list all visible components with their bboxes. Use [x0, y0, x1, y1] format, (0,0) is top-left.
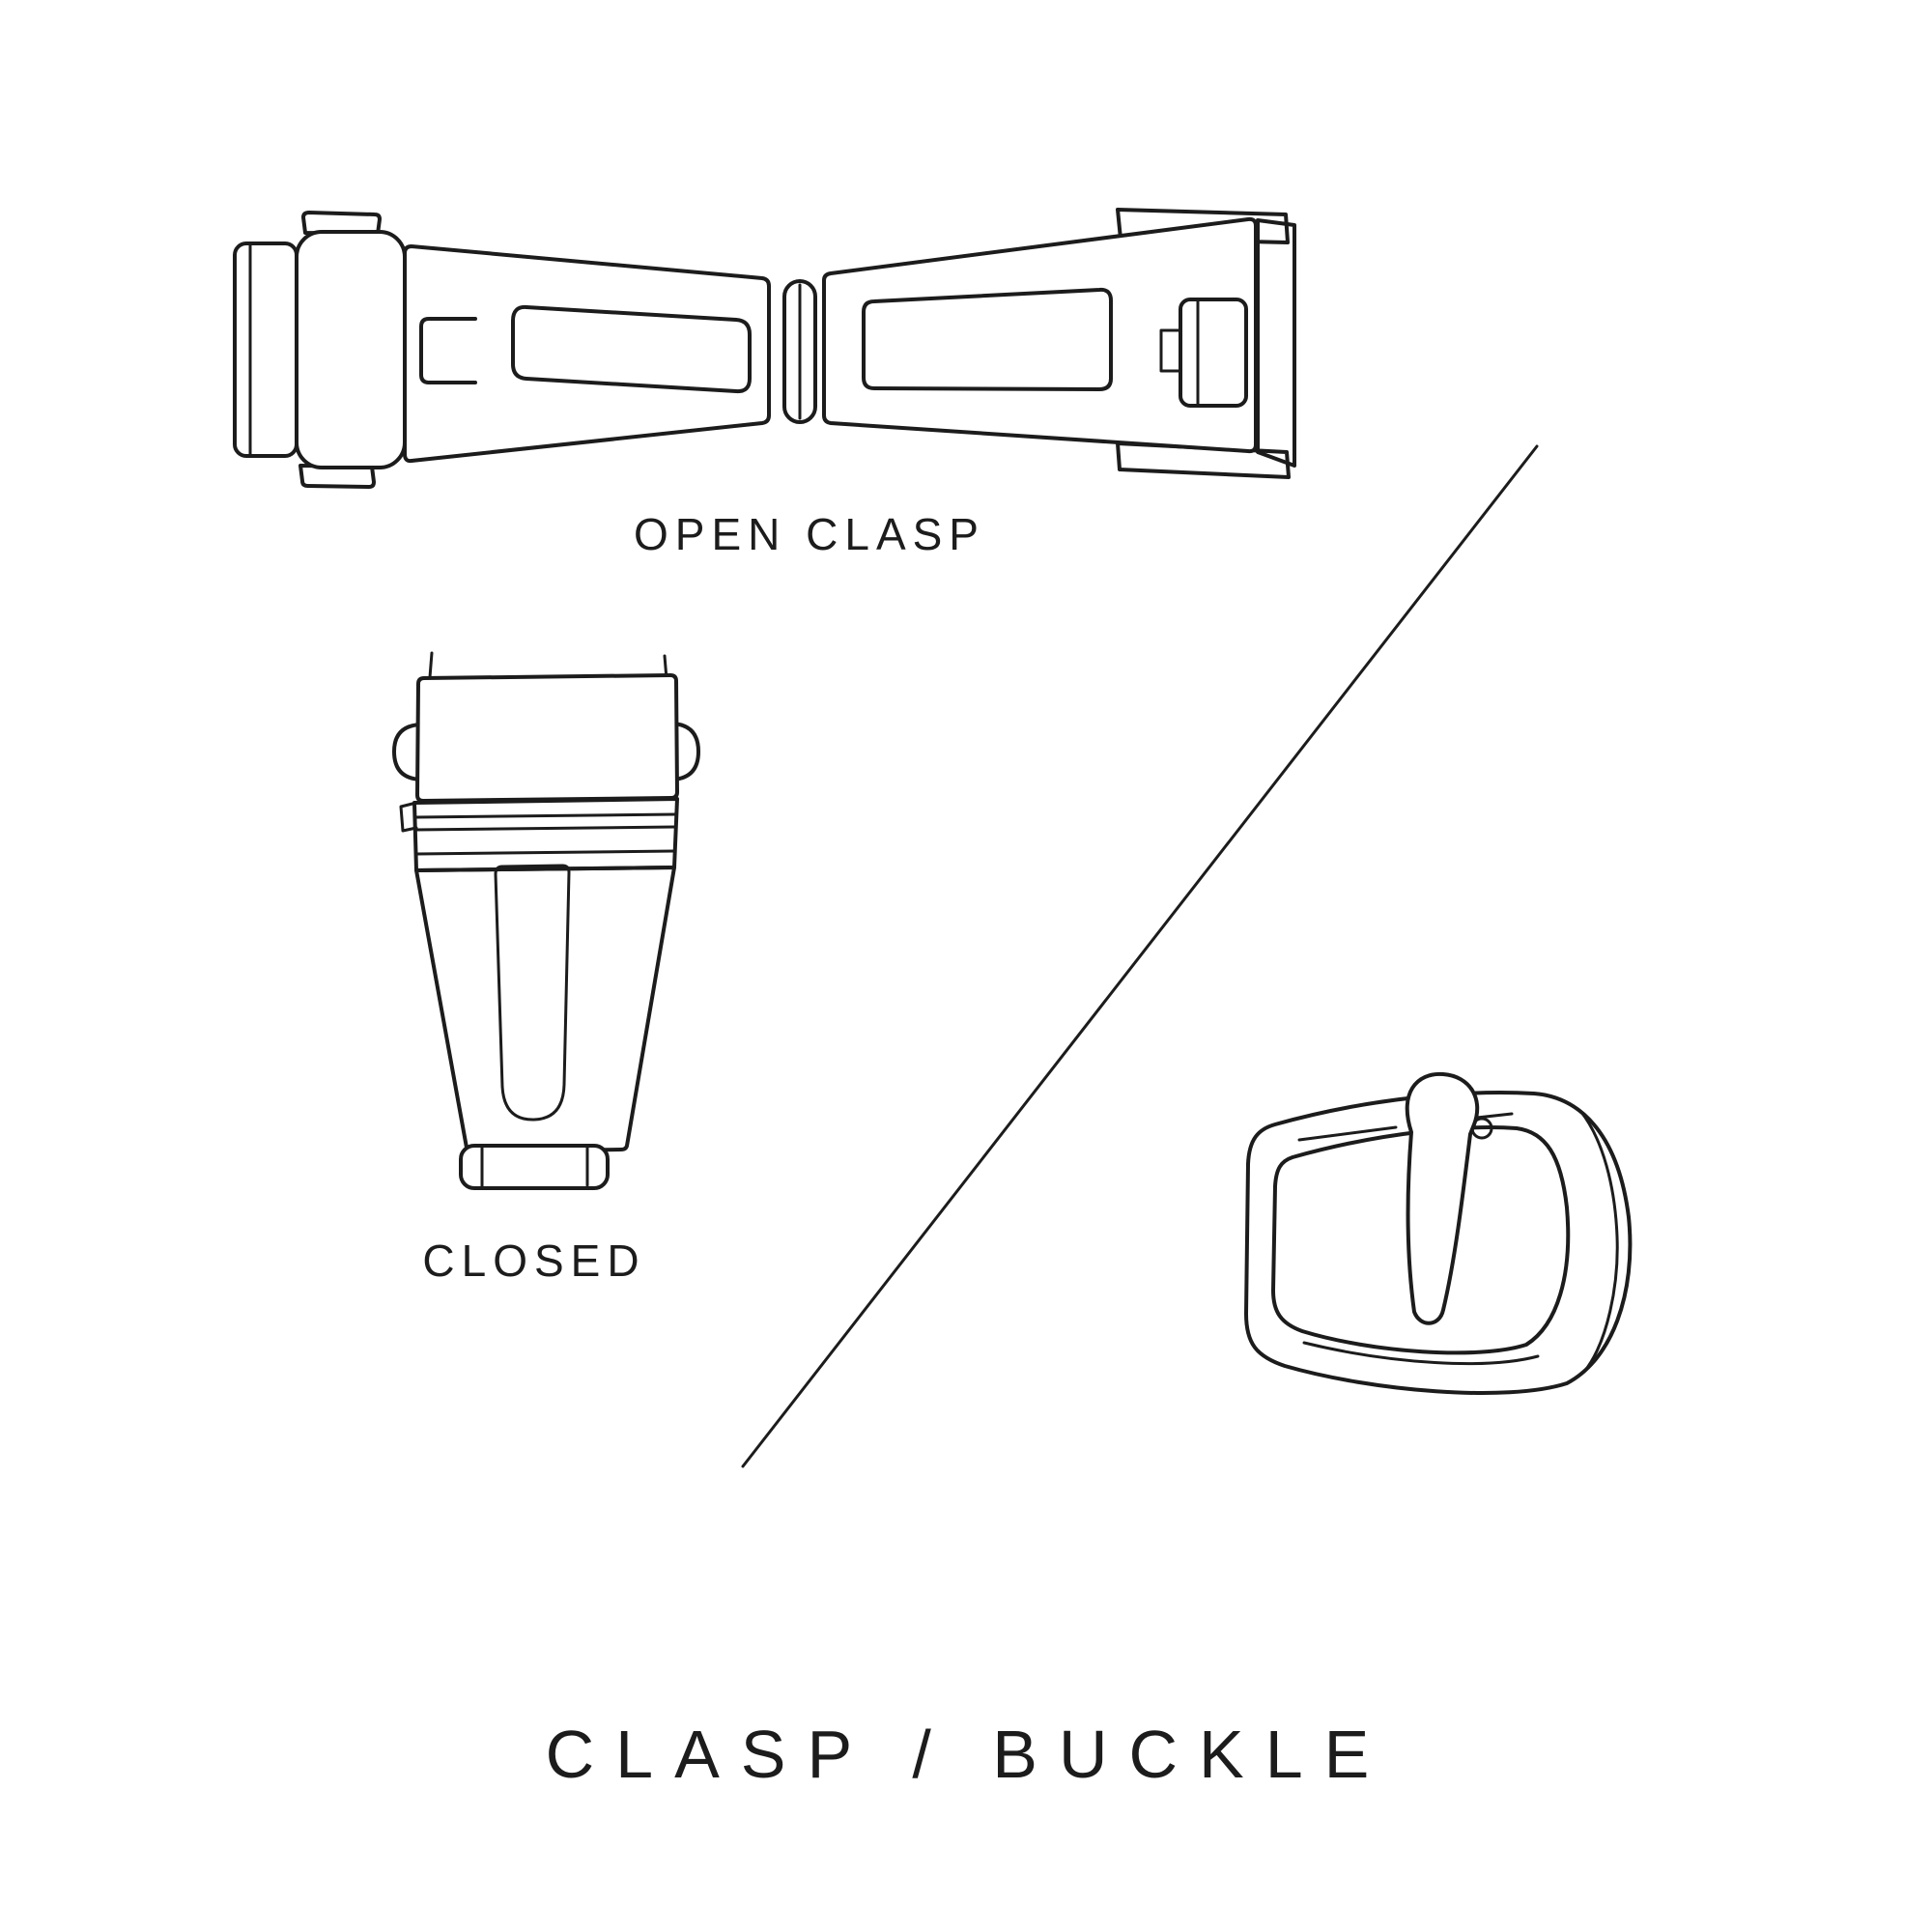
closed-clasp-illustration [392, 651, 700, 1190]
pin-buckle-illustration [1244, 1071, 1633, 1395]
divider-line [741, 444, 1539, 1468]
open-clasp-illustration [233, 208, 1296, 489]
open-clasp-label: OPEN CLASP [634, 509, 985, 559]
page-title: CLASP / BUCKLE [545, 1717, 1391, 1792]
closed-label: CLOSED [422, 1236, 646, 1286]
